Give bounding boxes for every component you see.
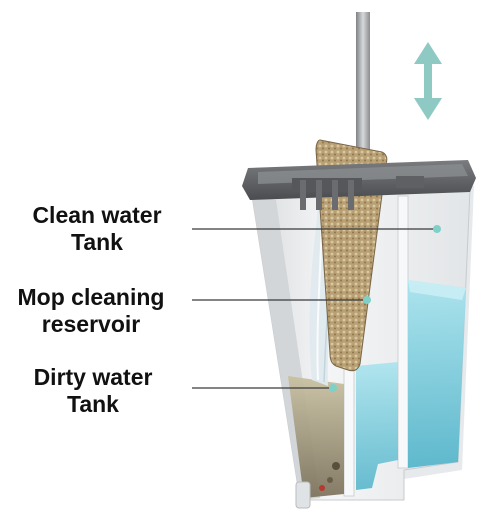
callout-line: Tank xyxy=(67,391,119,417)
callout-dirty-water-tank: Dirty water Tank xyxy=(8,364,178,418)
drain-grate xyxy=(292,176,424,210)
callout-line: Clean water xyxy=(32,202,162,228)
callout-line: Mop cleaning xyxy=(17,284,165,310)
mop-reservoir-water xyxy=(356,362,398,490)
marker-dot-clean xyxy=(433,225,441,233)
bucket-foot xyxy=(295,481,311,509)
callout-line: Dirty water xyxy=(33,364,153,390)
callout-line: reservoir xyxy=(41,311,141,337)
marker-dot-mop xyxy=(363,296,371,304)
divider-right xyxy=(397,195,409,469)
clean-water-volume xyxy=(408,280,466,468)
callout-line: Tank xyxy=(71,229,123,255)
mop-handle xyxy=(356,12,370,162)
callout-mop-cleaning-reservoir: Mop cleaning reservoir xyxy=(4,284,178,338)
marker-dot-dirty xyxy=(329,384,337,392)
double-arrow-vertical-icon xyxy=(414,42,442,120)
callout-clean-water-tank: Clean water Tank xyxy=(12,202,182,256)
dirty-water-volume xyxy=(288,376,344,498)
